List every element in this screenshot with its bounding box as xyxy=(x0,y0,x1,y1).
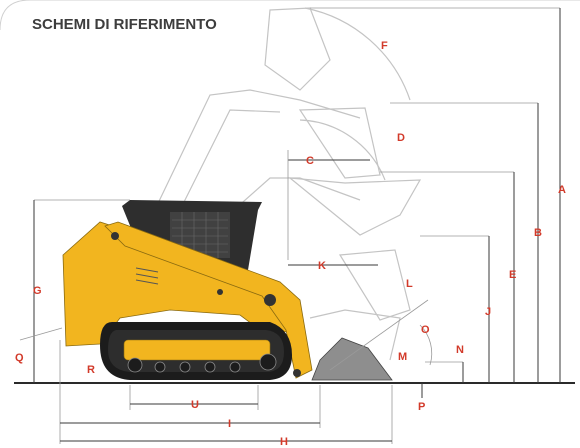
label-q: Q xyxy=(15,352,24,364)
label-j: J xyxy=(485,306,491,318)
dimension-labels: F A B D C E K L J O N M G Q R P U I H xyxy=(15,40,566,448)
skid-steer-loader xyxy=(62,200,393,381)
track-frame xyxy=(123,339,271,361)
label-o: O xyxy=(421,324,430,336)
label-i: I xyxy=(228,418,231,430)
label-k: K xyxy=(318,260,326,272)
track-rollers xyxy=(127,353,277,373)
bucket xyxy=(311,337,393,381)
label-n: N xyxy=(456,344,464,356)
label-l: L xyxy=(406,278,413,290)
label-m: M xyxy=(398,351,407,363)
label-f: F xyxy=(381,40,388,52)
label-p: P xyxy=(418,401,425,413)
label-d: D xyxy=(397,132,405,144)
panel-frame xyxy=(0,0,580,31)
label-e: E xyxy=(509,269,516,281)
label-h: H xyxy=(280,436,288,448)
label-g: G xyxy=(33,285,42,297)
dimension-lines xyxy=(19,7,561,444)
label-c: C xyxy=(306,155,314,167)
label-r: R xyxy=(87,364,95,376)
label-a: A xyxy=(558,184,566,196)
diagram-title: SCHEMI DI RIFERIMENTO xyxy=(32,16,217,33)
label-u: U xyxy=(191,399,199,411)
engine-vent xyxy=(135,267,159,285)
label-b: B xyxy=(534,227,542,239)
